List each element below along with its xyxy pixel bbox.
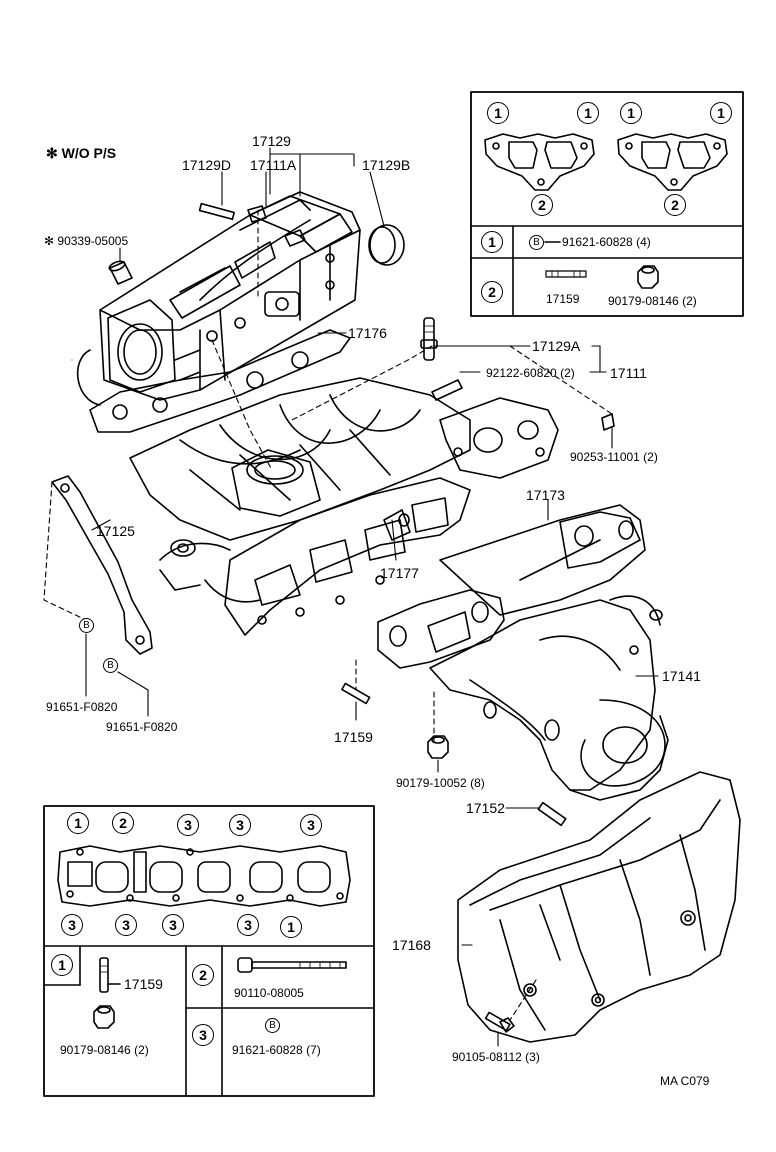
label-17168: 17168	[392, 937, 431, 953]
intake-plenum-drawing	[76, 191, 405, 433]
label-17129: 17129	[252, 133, 291, 149]
label-90253-11001: 90253-11001 (2)	[570, 450, 658, 464]
legend-cell2-marker: 2	[192, 964, 214, 986]
exhaust-gasket-legend-drawing	[470, 91, 744, 317]
top-legend-marker-2a: 2	[531, 194, 553, 216]
legend-cell1-part-a: 17159	[124, 976, 163, 992]
top-legend-marker-1a: 1	[487, 102, 509, 124]
legend-cell1-part-b: 90179-08146 (2)	[60, 1043, 149, 1057]
legend-cell3-bolt-symbol: B	[265, 1018, 280, 1033]
top-legend-row2-part-a: 17159	[546, 292, 580, 306]
top-legend-marker-1b: 1	[577, 102, 599, 124]
top-legend-marker-2b: 2	[664, 194, 686, 216]
gasket-marker-top-1: 1	[67, 812, 89, 834]
legend-cell1-marker: 1	[51, 954, 73, 976]
top-legend-row1-part: 91621-60828 (4)	[562, 235, 651, 249]
legend-cell3-part: 91621-60828 (7)	[232, 1043, 321, 1057]
gasket-marker-bottom-4: 3	[237, 914, 259, 936]
label-17176: 17176	[348, 325, 387, 341]
label-91651-f0820-a: 91651-F0820	[46, 700, 118, 714]
label-17129d: 17129D	[182, 157, 232, 173]
label-17129a: 17129A	[532, 338, 581, 354]
label-90105-08112: 90105-08112 (3)	[452, 1050, 540, 1064]
top-legend-bolt-symbol: B	[529, 235, 544, 250]
intake-gasket-legend-drawing	[43, 805, 375, 1097]
label-17159: 17159	[334, 729, 373, 745]
label-17125: 17125	[96, 523, 135, 539]
label-17111a: 17111A	[250, 157, 297, 173]
label-17173: 17173	[526, 487, 565, 503]
top-legend-row2-part-b: 90179-08146 (2)	[608, 294, 697, 308]
bolt-symbol-a: B	[79, 618, 94, 633]
label-17129b: 17129B	[362, 157, 411, 173]
legend-cell2-part: 90110-08005	[234, 986, 304, 1000]
legend-cell3-marker: 3	[192, 1024, 214, 1046]
gasket-marker-top-2: 2	[112, 812, 134, 834]
gasket-marker-bottom-3: 3	[162, 914, 184, 936]
top-legend-row2-marker: 2	[481, 281, 503, 303]
label-17152: 17152	[466, 800, 505, 816]
label-17177: 17177	[380, 565, 419, 581]
top-legend-row1-marker: 1	[481, 231, 503, 253]
gasket-marker-bottom-1: 3	[61, 914, 83, 936]
bracket-drawing	[51, 475, 153, 655]
exhaust-manifold-drawing	[341, 504, 669, 827]
dashed-lines	[43, 209, 613, 1021]
without-power-steering-note: ✻ W/O P/S	[46, 145, 117, 161]
bolt-symbol-b: B	[103, 658, 118, 673]
label-90339-05005: ✻ 90339-05005	[44, 234, 129, 248]
gasket-marker-top-3: 3	[177, 814, 199, 836]
intake-manifold-drawing	[129, 317, 615, 636]
leader-lines	[71, 147, 659, 1047]
top-legend-marker-1d: 1	[710, 102, 732, 124]
label-90179-10052: 90179-10052 (8)	[396, 776, 485, 790]
label-17141: 17141	[662, 668, 701, 684]
footer-code: MA C079	[660, 1074, 710, 1088]
gasket-marker-bottom-5: 1	[280, 916, 302, 938]
heat-insulator-drawing	[457, 771, 741, 1043]
gasket-marker-top-4: 3	[229, 814, 251, 836]
label-17111: 17111	[610, 365, 647, 381]
label-92122-60820: 92122-60820 (2)	[486, 366, 575, 380]
top-legend-marker-1c: 1	[620, 102, 642, 124]
label-91651-f0820-b: 91651-F0820	[106, 720, 178, 734]
gasket-marker-top-5: 3	[300, 814, 322, 836]
gasket-marker-bottom-2: 3	[115, 914, 137, 936]
